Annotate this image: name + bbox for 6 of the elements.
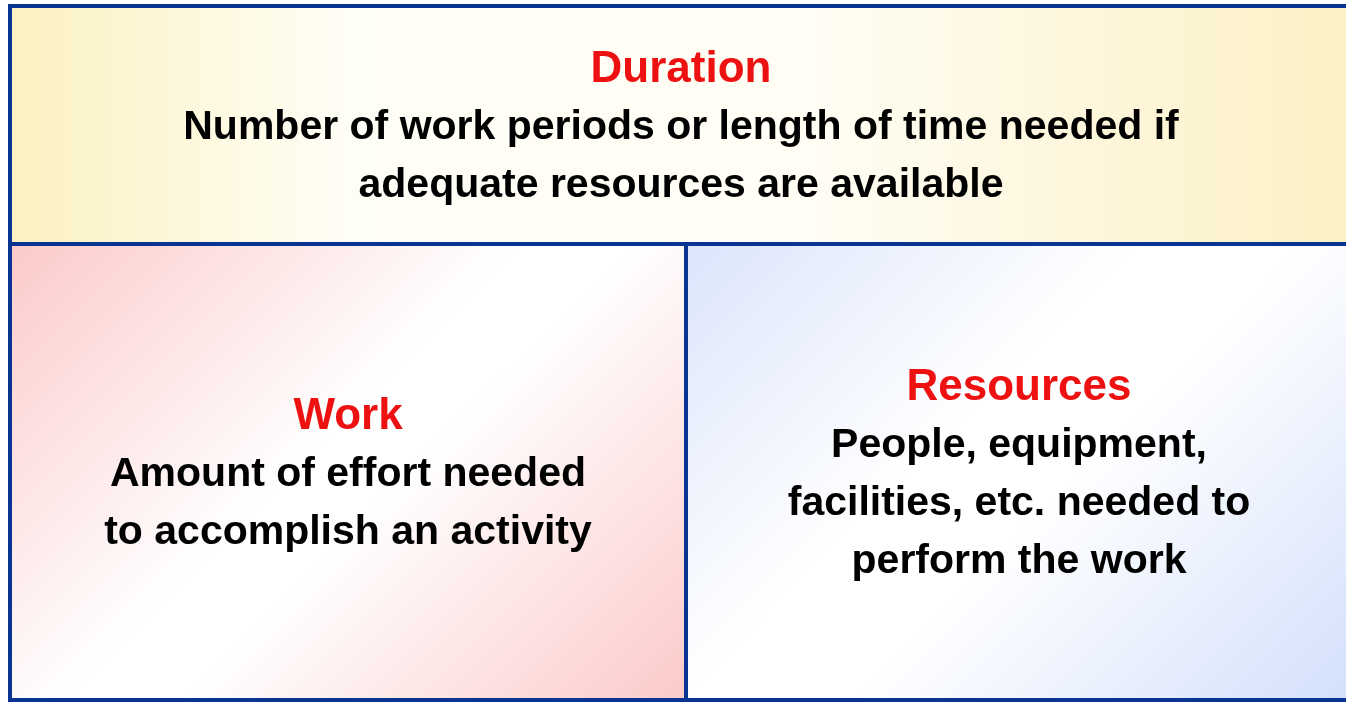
heading: Duration bbox=[590, 41, 772, 93]
description: Number of work periods or length of time needed if adequate resources are available bbox=[182, 101, 1180, 208]
description: Amount of effort needed to accomplish an activity bbox=[103, 448, 593, 555]
heading: Work bbox=[293, 388, 403, 440]
heading: Resources bbox=[906, 359, 1132, 411]
description: People, equipment, facilities, etc. needed to perform the work bbox=[786, 419, 1252, 584]
